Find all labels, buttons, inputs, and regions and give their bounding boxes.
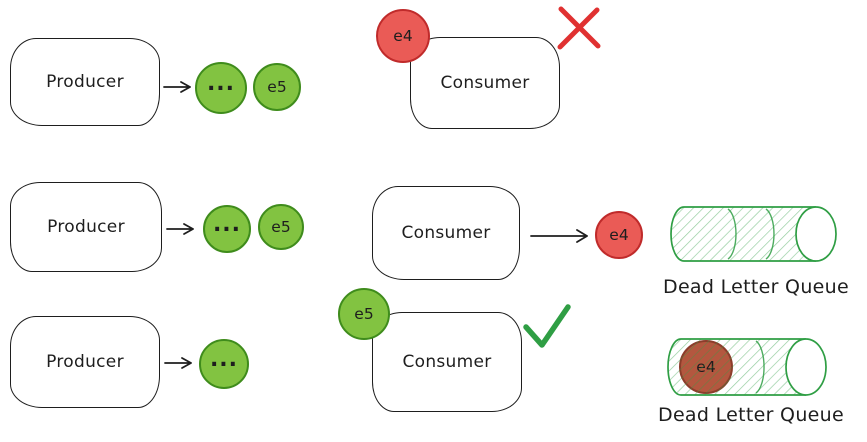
event-label: e4 bbox=[393, 27, 413, 45]
event-node-more: ... bbox=[199, 339, 249, 389]
producer-box-row1: Producer bbox=[10, 38, 160, 126]
event-node-e5: e5 bbox=[253, 63, 301, 111]
producer-label: Producer bbox=[46, 72, 124, 92]
event-label: e5 bbox=[354, 305, 374, 323]
consumer-box-row1: Consumer bbox=[410, 37, 560, 129]
dead-letter-queue-cylinder bbox=[670, 206, 837, 262]
arrow-producer-to-events-row3 bbox=[164, 357, 192, 369]
dead-letter-queue-label: Dead Letter Queue bbox=[663, 276, 849, 298]
event-label: ... bbox=[209, 346, 239, 372]
cylinder-segment-lines bbox=[755, 340, 765, 394]
consumer-label: Consumer bbox=[401, 223, 491, 243]
producer-box-row2: Producer bbox=[10, 182, 162, 272]
event-label: e4 bbox=[609, 226, 629, 244]
x-icon bbox=[557, 6, 601, 50]
arrow-producer-to-events-row2 bbox=[166, 223, 194, 235]
retry-event-node-e5: e5 bbox=[338, 288, 390, 340]
arrow-producer-to-events-row1 bbox=[163, 81, 191, 93]
arrow-consumer-to-dead-event bbox=[530, 229, 588, 243]
producer-box-row3: Producer bbox=[10, 316, 160, 408]
cylinder-end-cap bbox=[795, 206, 837, 262]
dead-letter-queue-label: Dead Letter Queue bbox=[658, 404, 844, 426]
cylinder-end-cap bbox=[785, 338, 827, 396]
event-node-more: ... bbox=[203, 205, 251, 253]
consumer-label: Consumer bbox=[402, 352, 492, 372]
event-node-more: ... bbox=[195, 62, 247, 114]
event-label: e5 bbox=[271, 218, 291, 236]
consumer-label: Consumer bbox=[440, 73, 530, 93]
dead-event-node-e4: e4 bbox=[595, 211, 643, 259]
event-label: e4 bbox=[696, 358, 716, 376]
producer-label: Producer bbox=[46, 352, 124, 372]
event-node-e5: e5 bbox=[258, 204, 304, 250]
failed-event-node-e4: e4 bbox=[376, 9, 430, 63]
consumer-box-row2: Consumer bbox=[372, 186, 520, 280]
event-label: ... bbox=[206, 70, 236, 96]
event-label: ... bbox=[212, 211, 242, 237]
cylinder-outline bbox=[670, 206, 816, 262]
cylinder-segment-lines bbox=[727, 208, 775, 260]
check-icon bbox=[523, 304, 571, 348]
consumer-box-row3: Consumer bbox=[372, 312, 522, 412]
producer-label: Producer bbox=[47, 217, 125, 237]
dlq-stored-event-node-e4: e4 bbox=[679, 340, 733, 394]
cylinder-hatch-body bbox=[671, 207, 816, 261]
event-label: e5 bbox=[267, 78, 287, 96]
